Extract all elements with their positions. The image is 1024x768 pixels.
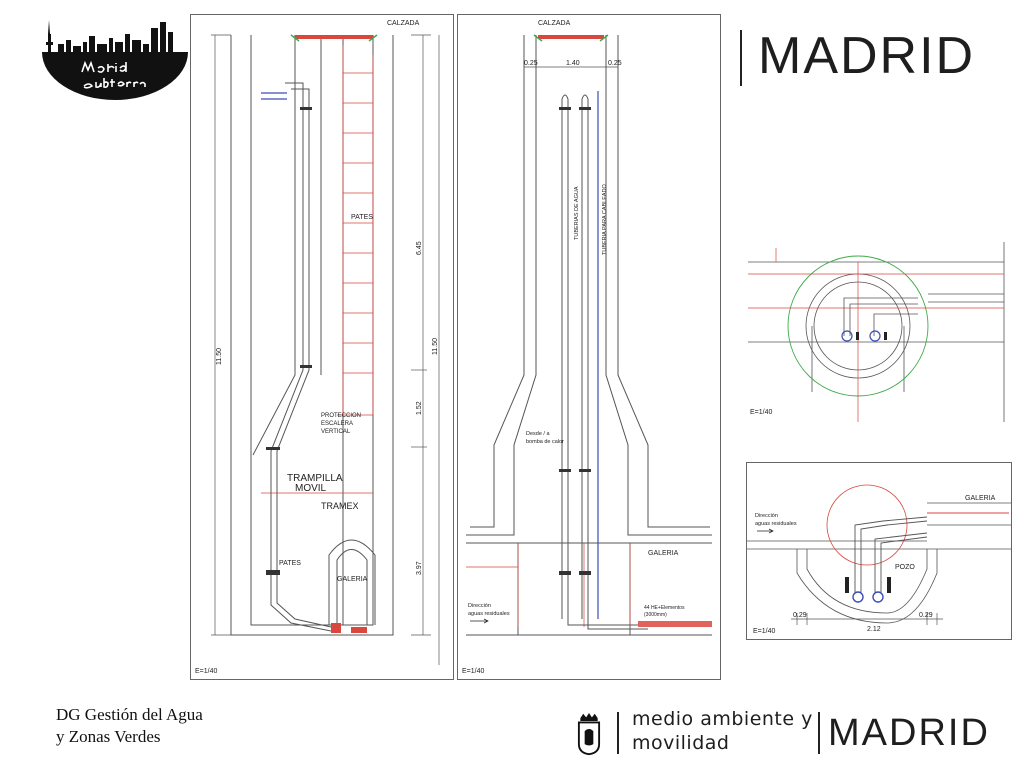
dim-a-mid: 0.25 <box>524 60 538 67</box>
tuberia-cableado-label: TUBERIA PARA CABLEADO <box>602 183 608 255</box>
trampilla-line2: MOVIL <box>295 483 327 494</box>
proteccion-line1: PROTECCION <box>321 413 361 419</box>
organization-line2: y Zonas Verdes <box>56 727 161 746</box>
madrid-wordmark-footer: MADRID <box>828 712 990 754</box>
section-sheet-middle: CALZADA 0.25 1.40 0.25 TUBERIAS DE AGUA … <box>457 14 721 680</box>
galeria-label-detail: GALERIA <box>965 495 996 502</box>
section-detail-drawing: GALERIA Dirección aguas residuales POZO … <box>747 484 1011 635</box>
elementos-line2: (3000mm) <box>644 612 667 618</box>
organization-line1: DG Gestión del Agua <box>56 705 203 724</box>
direccion-mid-line2: aguas residuales <box>468 611 510 617</box>
calzada-label: CALZADA <box>387 20 420 27</box>
direccion-detail-line2: aguas residuales <box>755 521 797 527</box>
dim-lower: 3.97 <box>416 561 423 575</box>
elementos-line1: 44 HE+Elementos <box>644 605 685 611</box>
tramex-label: TRAMEX <box>321 501 359 511</box>
department-line1: medio ambiente y <box>632 708 813 730</box>
dim-c-mid: 0.25 <box>608 60 622 67</box>
dim-c-detail: 0.29 <box>919 612 933 619</box>
section-drawing: CALZADA 0.25 1.40 0.25 TUBERIAS DE AGUA … <box>462 20 712 675</box>
plan-view-drawing: E=1/40 <box>748 242 1012 422</box>
calzada-label-mid: CALZADA <box>538 20 571 27</box>
pates-bottom-label: PATES <box>279 560 301 567</box>
direccion-mid-line1: Dirección <box>468 603 491 609</box>
section-detail-box: GALERIA Dirección aguas residuales POZO … <box>746 462 1012 640</box>
logo-divider <box>740 30 742 86</box>
madrid-subterra-logo <box>40 14 190 104</box>
dim-total-right: 11.50 <box>432 338 439 355</box>
scale-label-left: E=1/40 <box>195 668 217 675</box>
tuberias-agua-label: TUBERIAS DE AGUA <box>574 186 580 240</box>
department-name: medio ambiente y movilidad <box>632 707 813 755</box>
dim-upper: 6.45 <box>416 241 423 255</box>
elevation-sheet-left: CALZADA PATES PROTECCION ESCALERA VERTIC… <box>190 14 454 680</box>
dim-mid: 1.52 <box>416 401 423 415</box>
scale-label-plan: E=1/40 <box>750 409 772 416</box>
scale-label-mid: E=1/40 <box>462 668 484 675</box>
desde-bomba-line2: bomba de calor <box>526 439 564 445</box>
pozo-label: POZO <box>895 564 915 571</box>
galeria-label-left: GALERIA <box>337 576 368 583</box>
dim-b-mid: 1.40 <box>566 60 580 67</box>
desde-bomba-line1: Desde / a <box>526 431 550 437</box>
madrid-wordmark-top: MADRID <box>758 27 976 85</box>
pates-top-label: PATES <box>351 214 373 221</box>
direccion-detail-line1: Dirección <box>755 513 778 519</box>
dim-total-left: 11.50 <box>216 348 223 365</box>
scale-label-detail: E=1/40 <box>753 628 775 635</box>
madrid-coat-of-arms-icon-footer <box>576 712 602 756</box>
galeria-label-mid: GALERIA <box>648 550 679 557</box>
subterra-wordmark-art <box>81 60 146 89</box>
proteccion-line2: ESCALERA <box>321 421 353 427</box>
footer-divider-2 <box>818 712 820 754</box>
dim-a-detail: 0.29 <box>793 612 807 619</box>
elevation-drawing: CALZADA PATES PROTECCION ESCALERA VERTIC… <box>195 20 440 675</box>
subterra-wordmark <box>76 58 156 98</box>
trampilla-line1: TRAMPILLA <box>287 473 343 484</box>
dim-b-detail: 2.12 <box>867 626 881 633</box>
proteccion-line3: VERTICAL <box>321 429 351 435</box>
footer-divider-1 <box>617 712 619 754</box>
department-line2: movilidad <box>632 732 730 754</box>
organization-name: DG Gestión del Agua y Zonas Verdes <box>56 704 203 748</box>
